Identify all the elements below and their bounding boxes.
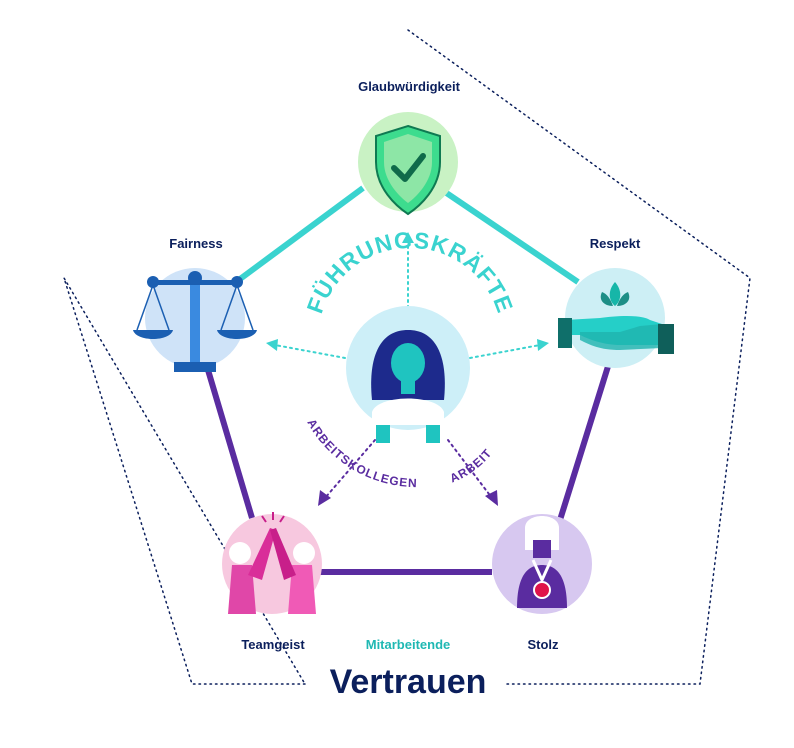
center-right-label: ARBEIT <box>448 446 495 486</box>
leader-face <box>391 343 425 383</box>
scales-icon <box>133 271 257 372</box>
high-five-icon <box>228 512 316 614</box>
node-stolz <box>492 514 592 614</box>
label-glaubwuerdigkeit: Glaubwürdigkeit <box>358 79 461 94</box>
pentagon-outline <box>63 29 751 685</box>
subtitle-label: Mitarbeitende <box>366 637 451 652</box>
label-fairness: Fairness <box>169 236 222 251</box>
edge-respekt-stolz <box>557 359 613 521</box>
node-glaubwuerdigkeit <box>358 112 458 216</box>
node-teamgeist <box>222 512 322 614</box>
title-label: Vertrauen <box>330 663 487 701</box>
label-respekt: Respekt <box>590 236 641 251</box>
center-top-label: FÜHRUNGSKRÄFTE <box>302 227 519 317</box>
node-fairness <box>133 268 257 372</box>
center-leader-node <box>346 306 470 443</box>
node-respekt <box>558 268 674 368</box>
edge-fairness-teamgeist <box>205 369 255 519</box>
medal-person-icon <box>517 516 567 608</box>
leader-body <box>372 398 444 425</box>
center-right-label-path: ARBEIT <box>448 446 494 486</box>
edge-glaubwuerdigkeit-fairness <box>234 185 365 285</box>
center-arrows <box>266 232 549 506</box>
label-teamgeist: Teamgeist <box>241 637 305 652</box>
hands-lotus-icon <box>558 282 674 354</box>
edge-glaubwuerdigkeit-respekt <box>443 189 580 285</box>
center-top-label-path: FÜHRUNGSKRÄFTE <box>302 227 518 317</box>
label-stolz: Stolz <box>527 637 559 652</box>
